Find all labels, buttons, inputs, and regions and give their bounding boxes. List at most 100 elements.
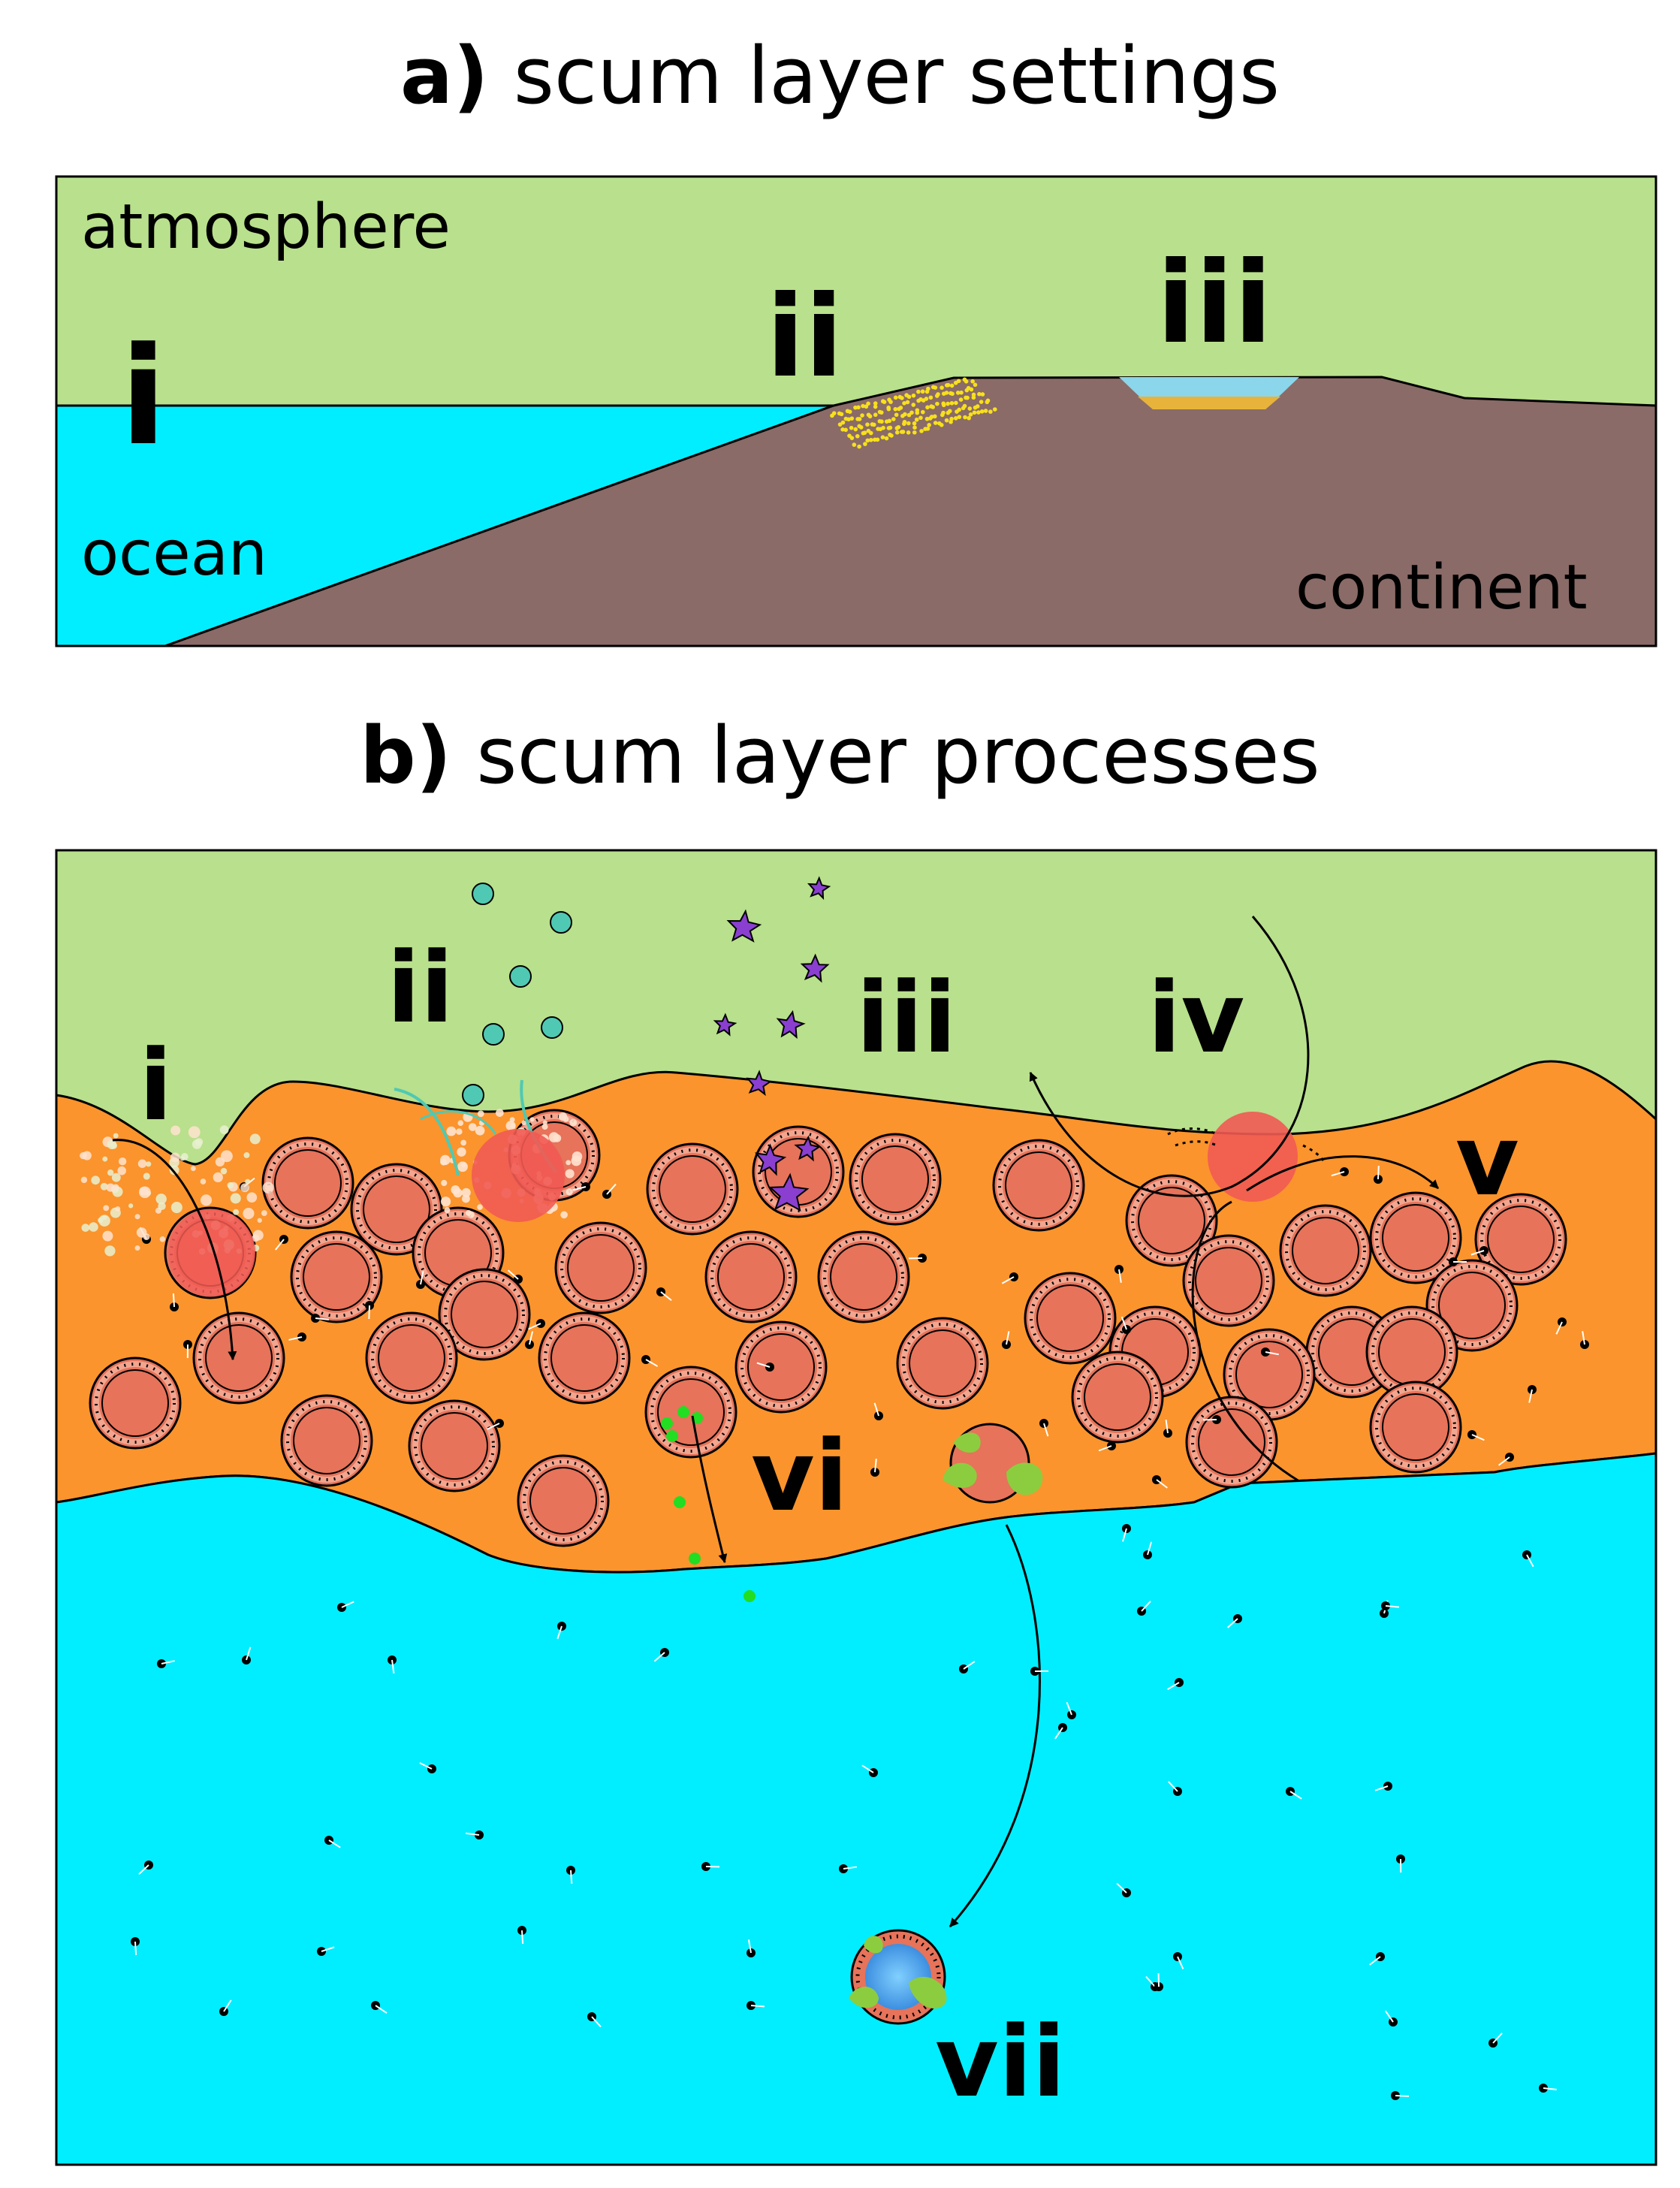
sand-grain (837, 422, 843, 427)
ocean-molecule-tail (1374, 1785, 1389, 1791)
sand-grain (985, 398, 991, 403)
spray-particle (548, 1132, 559, 1142)
sand-grain (886, 405, 891, 410)
spray-particle (496, 1109, 504, 1117)
spray-particle (558, 1112, 568, 1121)
surfactant-molecule-tail (1582, 1331, 1585, 1345)
burst-cell-i (168, 1209, 255, 1296)
spray-particle (521, 1120, 526, 1126)
sand-grain (853, 427, 858, 432)
deposition-particle (230, 1193, 241, 1204)
burst-cell-ii (472, 1129, 565, 1222)
sand-grain (927, 423, 931, 427)
panel-b-label: b) (360, 710, 452, 801)
deposition-particle (233, 1209, 240, 1215)
panel-a-title: a) scum layer settings (0, 30, 1680, 122)
sunk-blob-3 (864, 1936, 883, 1954)
photochem-star (726, 909, 762, 943)
surfactant-molecule-tail (1121, 1316, 1127, 1330)
deposition-particle (115, 1206, 121, 1212)
aerosol-droplet (462, 1084, 484, 1106)
spray-particle (457, 1120, 464, 1127)
photochem-star (768, 1172, 810, 1212)
spray-particle (461, 1188, 471, 1197)
scum-cell-dots (1030, 1278, 1111, 1359)
deposition-particle (134, 1214, 140, 1220)
deposition-particle (102, 1156, 108, 1162)
panel-b: i ii iii iv v vi vii (55, 849, 1657, 2166)
deposition-particle (139, 1186, 151, 1199)
deposition-particle (80, 1176, 88, 1184)
ocean-molecule-tail (591, 2016, 602, 2028)
scum-cell-dots (1077, 1357, 1158, 1438)
scum-cell-dots (1375, 1197, 1456, 1278)
ocean-molecule-tail (223, 1999, 232, 2012)
scum-layer-base-fill (56, 1453, 1656, 2165)
sand-grain (867, 414, 873, 419)
panel-b-title: b) scum layer processes (0, 710, 1680, 801)
deposition-particle (243, 1207, 255, 1220)
sand-grain (831, 411, 837, 415)
sand-grain (902, 401, 906, 406)
scum-cell-inner (1005, 1151, 1072, 1219)
surfactant-molecule-tail (874, 1458, 877, 1473)
sand-grain (840, 427, 845, 432)
sand-grain (933, 385, 938, 390)
deposition-particle (246, 1192, 258, 1203)
sand-grain (965, 395, 970, 400)
sand-grain (924, 397, 929, 401)
deposition-particle (170, 1201, 182, 1214)
sand-grain (939, 422, 944, 427)
surfactant-molecule-tail (1001, 1276, 1015, 1284)
sand-grain (980, 392, 985, 397)
spray-particle (453, 1188, 463, 1198)
spray-particle (509, 1117, 515, 1123)
aerosol-droplet (472, 883, 494, 905)
sand-grain (920, 389, 925, 394)
deposition-particle (190, 1166, 196, 1172)
arrow-i (112, 1139, 237, 1361)
sand-grain (911, 403, 916, 407)
photochem-star (746, 1070, 773, 1097)
sand-grain (884, 436, 889, 441)
sand-grain (953, 416, 958, 421)
spray-particle (529, 1117, 535, 1122)
scum-cell-dots (371, 1317, 452, 1399)
sand-grain (875, 437, 880, 442)
panel-b-numeral-ii: ii (387, 931, 454, 1045)
deposition-particle (170, 1152, 180, 1163)
sand-grain (900, 430, 906, 434)
scum-cell-inner (451, 1281, 518, 1348)
spray-particle (475, 1125, 485, 1136)
ocean-molecule-tail (556, 1625, 563, 1640)
sand-grain (871, 422, 876, 427)
sand-grain (950, 391, 955, 397)
aggregate-blob-1 (943, 1462, 977, 1488)
surfactant-molecule-tail (487, 1423, 500, 1430)
deposition-particle (240, 1183, 249, 1193)
sand-grain (873, 404, 878, 409)
deposition-particle (220, 1150, 233, 1163)
spray-particle (446, 1126, 457, 1136)
process-vi-release (661, 1406, 756, 1602)
surfactant-molecule-tail (873, 1402, 879, 1417)
surfactant-molecule-tail (288, 1336, 303, 1341)
sand-grain (909, 410, 914, 415)
spray-particle (468, 1123, 477, 1131)
ocean-molecule-tail (521, 1930, 524, 1945)
sand-grain (889, 433, 894, 438)
sand-grain (912, 425, 917, 430)
sand-grain (969, 387, 974, 392)
panel-a: atmosphere ocean continent i ii iii (55, 175, 1657, 647)
deposition-particle (249, 1133, 261, 1145)
surfactant-molecule-tail (1156, 1479, 1168, 1489)
scum-cell-inner (567, 1234, 635, 1302)
surfactant-molecule-tail (1498, 1456, 1510, 1466)
scum-cell-dots (1285, 1210, 1366, 1291)
scum-cell-dots (740, 1326, 822, 1408)
scum-cell-dots (544, 1317, 625, 1399)
scum-cell-inner (1292, 1217, 1359, 1284)
process-ii-emission (394, 883, 583, 1222)
scum-cell-dots (1480, 1199, 1561, 1280)
sand-grain (852, 442, 857, 447)
